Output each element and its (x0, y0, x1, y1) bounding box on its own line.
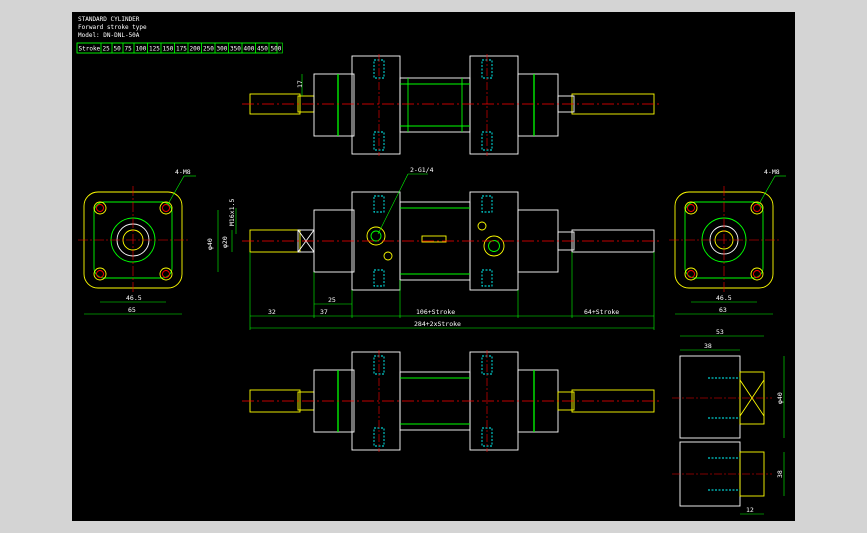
top-right-head (517, 73, 559, 137)
title-line-1: STANDARD CYLINDER (78, 16, 140, 23)
title-block: STANDARD CYLINDER Forward stroke type Mo… (76, 16, 283, 54)
bottom-view (242, 350, 662, 452)
dim-64: 64+Stroke (584, 308, 619, 316)
stroke-table-value: 450 (257, 46, 268, 53)
dim-53: 53 (716, 328, 724, 336)
dim-phi20: φ20 (221, 236, 229, 248)
dim-32: 32 (268, 308, 276, 316)
cad-drawing-canvas: STANDARD CYLINDER Forward stroke type Mo… (72, 12, 795, 521)
top-right-flange (469, 55, 519, 155)
dim-38: 38 (704, 342, 712, 350)
stroke-table-value: 200 (190, 46, 201, 53)
dim-12: 12 (746, 506, 754, 514)
cylinder-drawing: STANDARD CYLINDER Forward stroke type Mo… (76, 16, 786, 515)
top-left-head (313, 73, 355, 137)
left-end-view: 4-M8 46.5 65 (78, 168, 196, 315)
stroke-table-value: 300 (217, 46, 228, 53)
stroke-table-value: 25 (103, 46, 111, 53)
dim-38-right: 38 (776, 470, 784, 478)
front-view: 2-G1/4 M16x1.5 φ20 φ40 25 32 37 106+Stro… (206, 166, 662, 330)
stroke-table-value: 175 (176, 46, 187, 53)
port-right (483, 235, 505, 257)
dim-46-5-left: 46.5 (126, 294, 142, 302)
dim-4m8-right: 4-M8 (764, 168, 780, 176)
port-left (366, 226, 386, 246)
stroke-table-value: 125 (149, 46, 160, 53)
stroke-table-value: 100 (136, 46, 147, 53)
dim-17: 17 (296, 80, 304, 88)
dim-port: 2-G1/4 (410, 166, 434, 174)
right-end-view: 4-M8 46.5 63 (669, 168, 786, 315)
dim-25: 25 (328, 296, 336, 304)
dim-63-right: 63 (719, 306, 727, 314)
dim-46-5-right: 46.5 (716, 294, 732, 302)
dim-284: 284+2xStroke (414, 320, 461, 328)
dim-4m8-left: 4-M8 (175, 168, 191, 176)
stroke-table-cell (268, 42, 283, 54)
name-plate (421, 235, 447, 243)
dim-phi40: φ40 (206, 238, 214, 250)
stroke-table-value: 250 (203, 46, 214, 53)
stroke-table-value: 500 (271, 46, 282, 53)
top-view: 17 (242, 54, 662, 156)
stroke-table-value: 350 (230, 46, 241, 53)
title-line-3: Model: DN-DNL-50A (78, 32, 140, 39)
stroke-table-value: 75 (125, 46, 133, 53)
stroke-table-value: 150 (163, 46, 174, 53)
dim-65-left: 65 (128, 306, 136, 314)
stroke-table-value: 400 (244, 46, 255, 53)
top-barrel (399, 77, 471, 133)
dim-106: 106+Stroke (416, 308, 455, 316)
detail-upper-body (679, 355, 741, 439)
stroke-table-value: 50 (114, 46, 122, 53)
top-left-flange (351, 55, 401, 155)
dim-m16: M16x1.5 (228, 199, 236, 226)
dim-phi40-right: φ40 (776, 392, 784, 404)
dim-37: 37 (320, 308, 328, 316)
title-line-2: Forward stroke type (78, 24, 147, 31)
rod-end-detail: 53 38 φ40 38 12 (672, 328, 785, 515)
stroke-table-header: Stroke (79, 46, 101, 53)
